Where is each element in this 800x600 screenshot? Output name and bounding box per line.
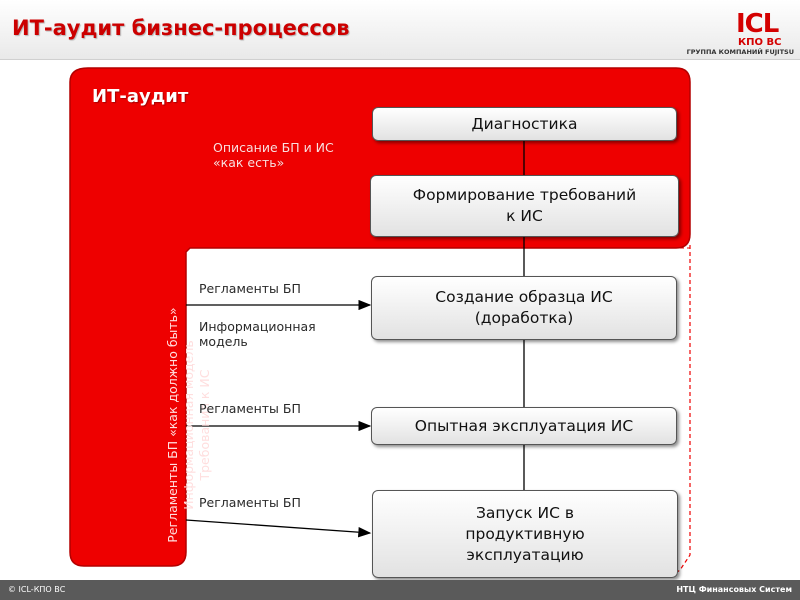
input-regl3: Регламенты БП: [199, 495, 301, 510]
input-info-model-line1: Информационная: [199, 319, 316, 334]
box-diagnostics[interactable]: Диагностика: [372, 107, 677, 141]
box-trial-label: Опытная эксплуатация ИС: [414, 416, 634, 435]
header: ИТ-аудит бизнес-процессов ICL КПО ВС ГРУ…: [0, 0, 800, 60]
vertical-note-line3: Требования к ИС: [197, 369, 212, 481]
box-requirements-line2: к ИС: [506, 207, 543, 225]
box-prototype-line1: Создание образца ИС: [435, 288, 613, 306]
input-info-model-line2: модель: [199, 334, 248, 349]
arrow-regl3: [185, 519, 372, 538]
company-logo: ICL КПО ВС ГРУППА КОМПАНИЙ FUJITSU: [686, 6, 794, 56]
page-title: ИТ-аудит бизнес-процессов: [12, 16, 350, 40]
box-launch-line1: Запуск ИС в: [475, 503, 575, 522]
vertical-notes: Регламенты БП «как должно быть» Информац…: [165, 270, 225, 580]
input-regl2: Регламенты БП: [199, 401, 301, 416]
box-requirements-label: Формирование требований к ИС: [413, 185, 636, 227]
vertical-note-line2: Информационная модель: [181, 340, 196, 510]
box-prototype[interactable]: Создание образца ИС (доработка): [371, 276, 677, 340]
box-requirements-line1: Формирование требований: [412, 186, 637, 204]
panel-label: ИТ-аудит: [92, 86, 189, 107]
box-launch-line3: эксплуатацию: [466, 545, 584, 564]
as-is-note: Описание БП и ИС «как есть»: [213, 140, 334, 170]
footer-org: НТЦ Финансовых Систем: [676, 585, 792, 594]
box-launch[interactable]: Запуск ИС в продуктивную эксплуатацию: [372, 490, 678, 578]
logo-subtitle: КПО ВС: [738, 37, 782, 48]
footer-copyright: © ICL-КПО ВС: [8, 585, 66, 594]
box-diagnostics-label: Диагностика: [471, 114, 578, 133]
as-is-note-line1: Описание БП и ИС: [213, 140, 334, 155]
footer: © ICL-КПО ВС НТЦ Финансовых Систем: [0, 580, 800, 600]
box-requirements[interactable]: Формирование требований к ИС: [370, 175, 679, 237]
box-prototype-line2: (доработка): [474, 309, 574, 327]
box-launch-line2: продуктивную: [465, 524, 585, 543]
box-prototype-label: Создание образца ИС (доработка): [435, 287, 612, 329]
box-trial[interactable]: Опытная эксплуатация ИС: [371, 407, 677, 445]
logo-group-caption: ГРУППА КОМПАНИЙ FUJITSU: [686, 48, 794, 56]
box-launch-label: Запуск ИС в продуктивную эксплуатацию: [465, 503, 584, 566]
input-info-model: Информационная модель: [199, 319, 316, 349]
logo-mark: ICL: [736, 9, 779, 39]
input-regl1: Регламенты БП: [199, 281, 301, 296]
vertical-note-line1: Регламенты БП «как должно быть»: [165, 307, 180, 543]
dashed-frame: [669, 245, 691, 578]
as-is-note-line2: «как есть»: [213, 155, 285, 170]
